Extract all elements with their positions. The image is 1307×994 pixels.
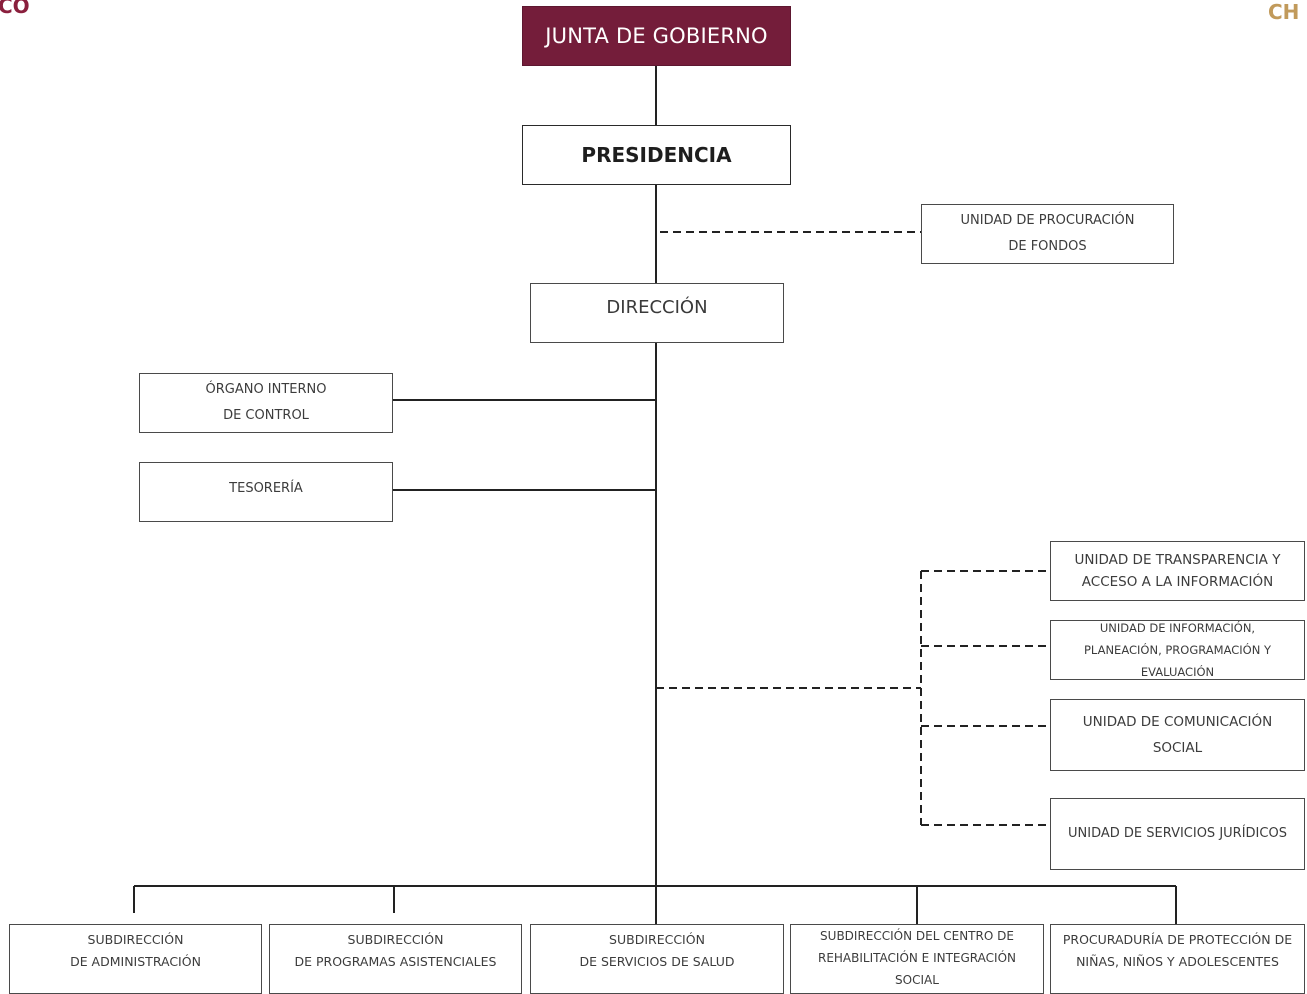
box-direccion: DIRECCIÓN (530, 283, 784, 343)
box-presidencia: PRESIDENCIA (522, 125, 791, 185)
box-tesoreria: TESORERÍA (139, 462, 393, 522)
logo-right: CH (1268, 0, 1300, 24)
box-unidad-comunicacion: UNIDAD DE COMUNICACIÓN SOCIAL (1050, 699, 1305, 771)
box-procuraduria-proteccion: PROCURADURÍA DE PROTECCIÓN DE NIÑAS, NIÑ… (1050, 924, 1305, 994)
box-unidad-procuracion-fondos: UNIDAD DE PROCURACIÓN DE FONDOS (921, 204, 1174, 264)
box-junta-de-gobierno: JUNTA DE GOBIERNO (522, 6, 791, 66)
box-organo-interno-control: ÓRGANO INTERNO DE CONTROL (139, 373, 393, 433)
box-unidad-servicios-juridicos: UNIDAD DE SERVICIOS JURÍDICOS (1050, 798, 1305, 870)
box-unidad-transparencia: UNIDAD DE TRANSPARENCIA Y ACCESO A LA IN… (1050, 541, 1305, 601)
box-subdireccion-programas: SUBDIRECCIÓN DE PROGRAMAS ASISTENCIALES (269, 924, 522, 994)
logo-left: CO (0, 0, 30, 18)
box-subdireccion-rehabilitacion: SUBDIRECCIÓN DEL CENTRO DE REHABILITACIÓ… (790, 924, 1044, 994)
box-subdireccion-salud: SUBDIRECCIÓN DE SERVICIOS DE SALUD (530, 924, 784, 994)
box-subdireccion-administracion: SUBDIRECCIÓN DE ADMINISTRACIÓN (9, 924, 262, 994)
box-unidad-informacion: UNIDAD DE INFORMACIÓN, PLANEACIÓN, PROGR… (1050, 620, 1305, 680)
